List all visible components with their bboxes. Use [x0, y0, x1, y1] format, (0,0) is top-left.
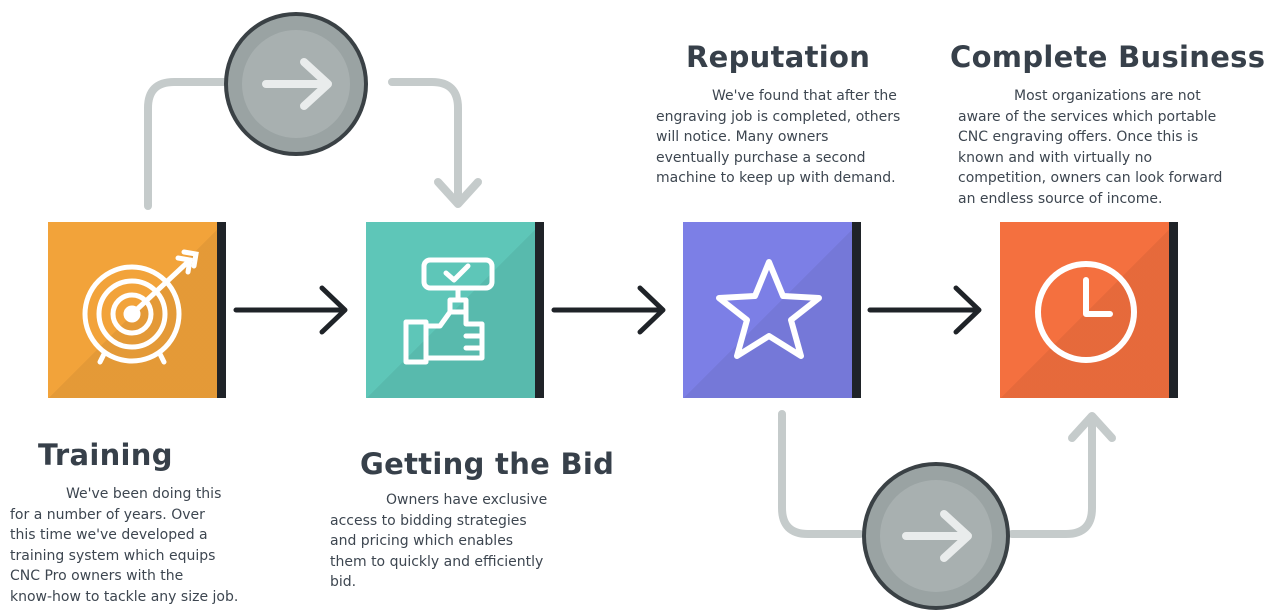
tile-edge-strip — [1169, 222, 1178, 398]
description-line: will notice. Many owners — [656, 129, 829, 145]
description-line: CNC engraving offers. Once this is — [958, 129, 1199, 145]
step-tile-getting-the-bid — [366, 222, 544, 398]
step-tile-complete-business — [1000, 222, 1178, 398]
step-title-reputation: Reputation — [686, 40, 871, 74]
step-tile-reputation — [683, 222, 861, 398]
description-line: and pricing which enables — [330, 533, 514, 549]
bottom-bypass-connector — [778, 410, 864, 538]
description-line: this time we've developed a — [10, 527, 208, 543]
description-line: an endless source of income. — [958, 190, 1163, 207]
flow-arrow-3 — [867, 285, 982, 335]
description-line: CNC Pro owners with the — [10, 568, 184, 584]
description-line: aware of the services which portable — [958, 108, 1217, 125]
target-icon — [82, 249, 199, 365]
clock-icon — [1035, 261, 1137, 363]
tile-edge-strip — [852, 222, 861, 398]
top-circle-arrow-icon — [224, 12, 368, 156]
tile-shade — [683, 222, 861, 398]
description-line: bid. — [330, 574, 357, 590]
star-icon — [716, 259, 822, 359]
step-description-reputation: We've found that after the engraving job… — [656, 86, 900, 189]
step-title-getting-the-bid: Getting the Bid — [360, 447, 615, 481]
description-line: known and with virtually no — [958, 149, 1153, 166]
description-line: We've found that after the — [712, 88, 897, 104]
description-line: machine to keep up with demand. — [656, 170, 896, 186]
tile-edge-strip — [217, 222, 226, 398]
bottom-bypass-arrowhead — [1068, 412, 1116, 442]
description-line: them to quickly and efficiently — [330, 553, 544, 570]
description-line: eventually purchase a second — [656, 149, 866, 166]
description-line: training system which equips — [10, 547, 216, 564]
bid-hand-icon — [403, 257, 495, 365]
flow-arrow-1 — [233, 285, 348, 335]
step-title-training: Training — [38, 438, 173, 472]
top-bypass-arrowhead — [434, 178, 482, 208]
description-line: competition, owners can look forward — [958, 170, 1223, 186]
flow-arrow-2 — [551, 285, 666, 335]
description-line: We've been doing this — [66, 486, 222, 502]
description-line: engraving job is completed, others — [656, 108, 901, 125]
top-bypass-connector-right — [388, 78, 462, 202]
description-line: for a number of years. Over — [10, 506, 205, 523]
description-line: Most organizations are not — [1014, 88, 1201, 104]
tile-edge-strip — [535, 222, 544, 398]
bottom-circle-arrow-icon — [862, 462, 1010, 610]
bottom-bypass-connector-right — [1008, 420, 1096, 538]
step-description-getting-the-bid: Owners have exclusive access to bidding … — [330, 490, 547, 593]
description-line: know-how to tackle any size job. — [10, 588, 239, 605]
step-title-complete-business: Complete Business — [950, 40, 1266, 74]
description-line: Owners have exclusive — [386, 492, 548, 508]
step-description-complete-business: Most organizations are not aware of the … — [958, 86, 1222, 209]
description-line: access to bidding strategies — [330, 512, 527, 529]
step-tile-training — [48, 222, 226, 398]
step-description-training: We've been doing this for a number of ye… — [10, 484, 238, 607]
top-bypass-connector — [144, 78, 230, 210]
